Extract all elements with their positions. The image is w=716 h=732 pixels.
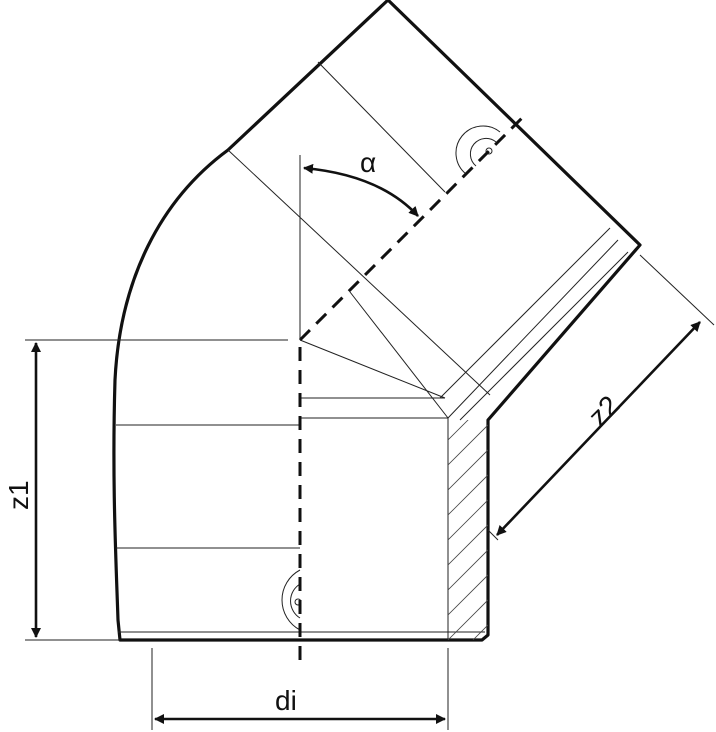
upper-socket-face-2 <box>349 291 449 419</box>
outer-contour <box>112 0 642 642</box>
z1-label: z1 <box>3 480 34 510</box>
alpha-label: α <box>360 147 376 178</box>
heating-mark-lower <box>281 569 302 631</box>
angle-arc <box>303 163 419 217</box>
upper-socket-face-4 <box>439 227 611 399</box>
upper-socket-line-1 <box>227 149 491 396</box>
upper-socket-line-2 <box>317 61 446 193</box>
z2-extension-bottom <box>487 529 499 541</box>
di-label: di <box>275 685 297 716</box>
upper-socket-face-3 <box>447 239 619 419</box>
center-axis-diagonal <box>298 116 524 342</box>
z2-extension-top <box>639 254 715 326</box>
z2-label: z2 <box>582 389 625 432</box>
heating-mark-upper <box>455 125 501 175</box>
upper-socket-face-1 <box>299 339 446 399</box>
hatched-wall <box>448 420 488 640</box>
z2-dimension-line <box>496 321 701 536</box>
